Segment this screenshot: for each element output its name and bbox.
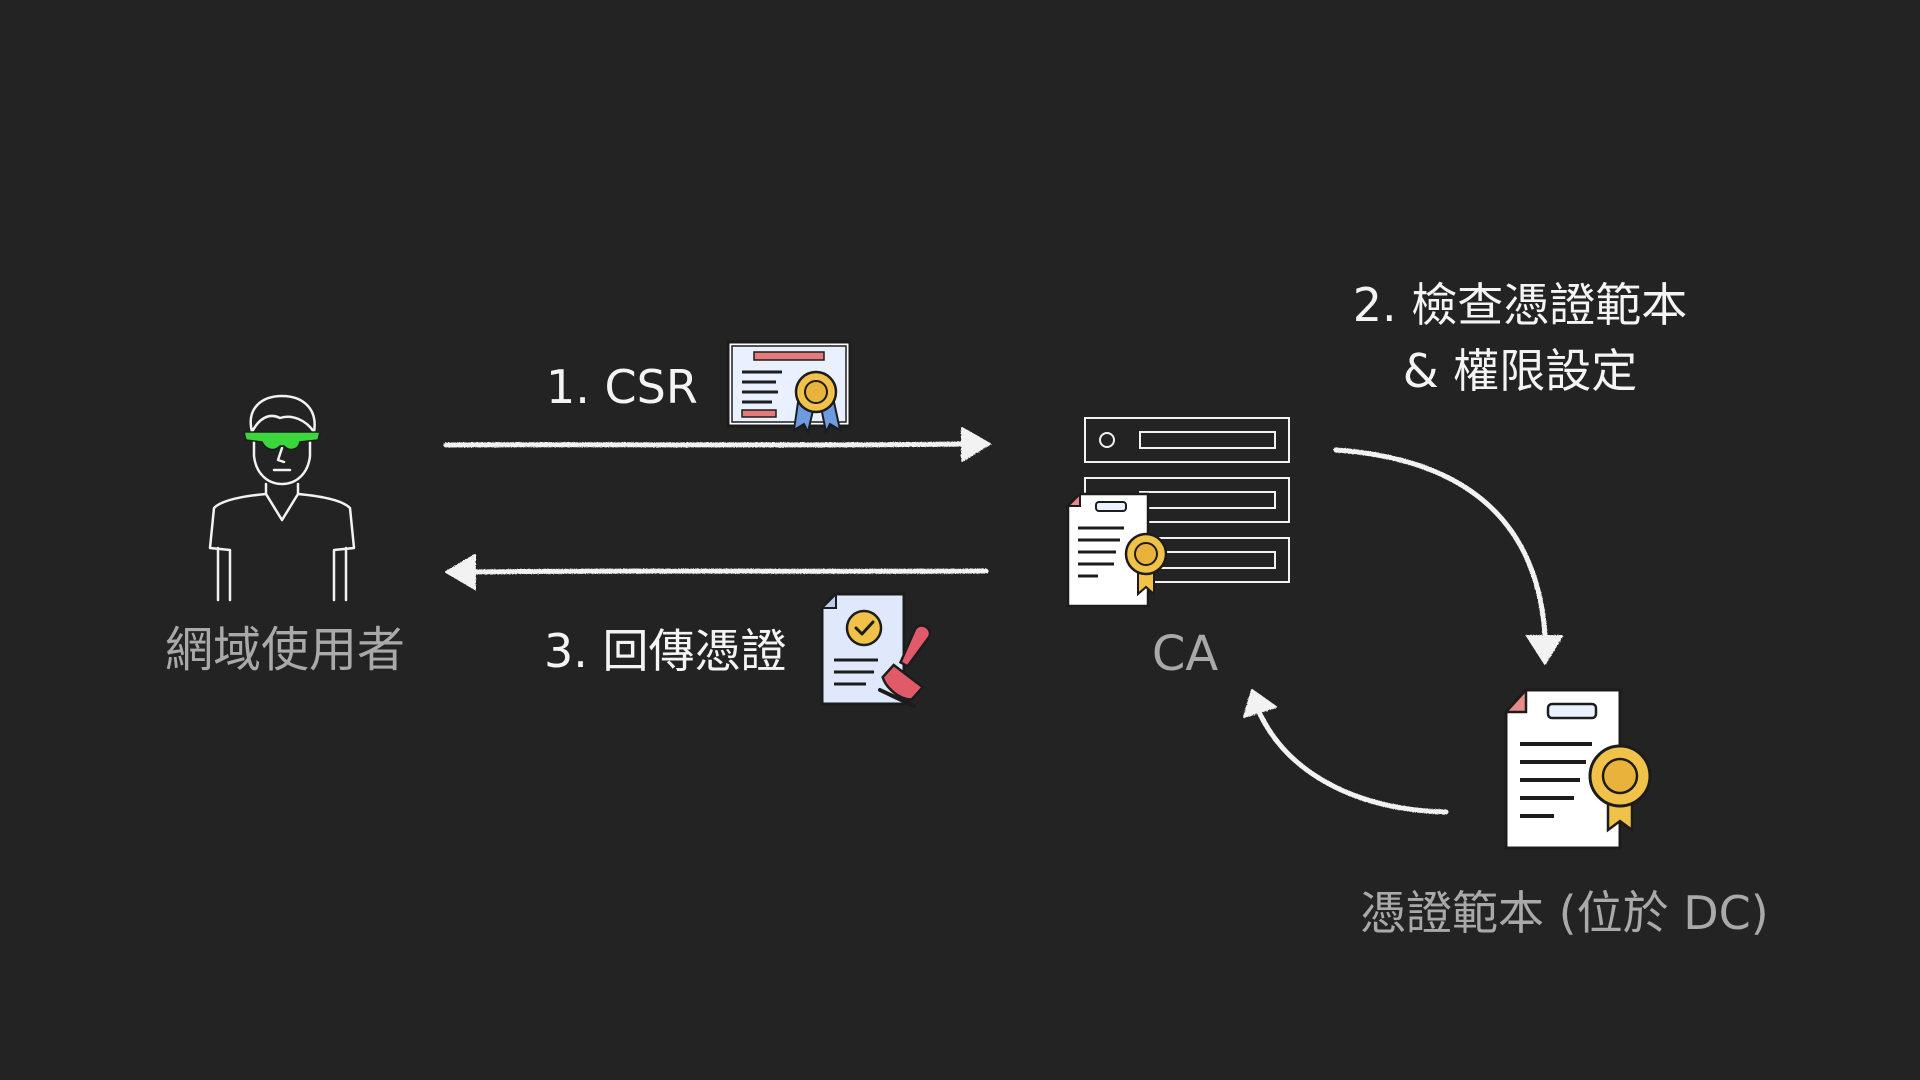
user-label: 網域使用者 [164,622,405,678]
arrow-response [445,554,989,590]
arrow-request [443,427,991,462]
step-3-label: 3. 回傳憑證 [544,624,787,678]
arrow-return-template [1243,689,1449,815]
step-1-label: 1. CSR [546,360,698,414]
ca-certificate-icon [1065,491,1168,608]
template-certificate-icon [1503,686,1652,850]
ca-label: CA [1151,626,1219,682]
user-icon [208,394,356,602]
approved-document-stamp-icon [819,591,932,708]
step-2-line-2: & 權限設定 [1402,344,1638,398]
certificate-request-icon [726,340,852,436]
arrow-check-template [1333,447,1563,665]
template-label: 憑證範本 (位於 DC) [1360,886,1769,940]
server-icon [1084,417,1290,583]
green-sunglasses-icon [243,431,321,451]
step-2-line-1: 2. 檢查憑證範本 [1352,278,1688,332]
step-2-label: 2. 檢查憑證範本 & 權限設定 [1300,272,1740,404]
